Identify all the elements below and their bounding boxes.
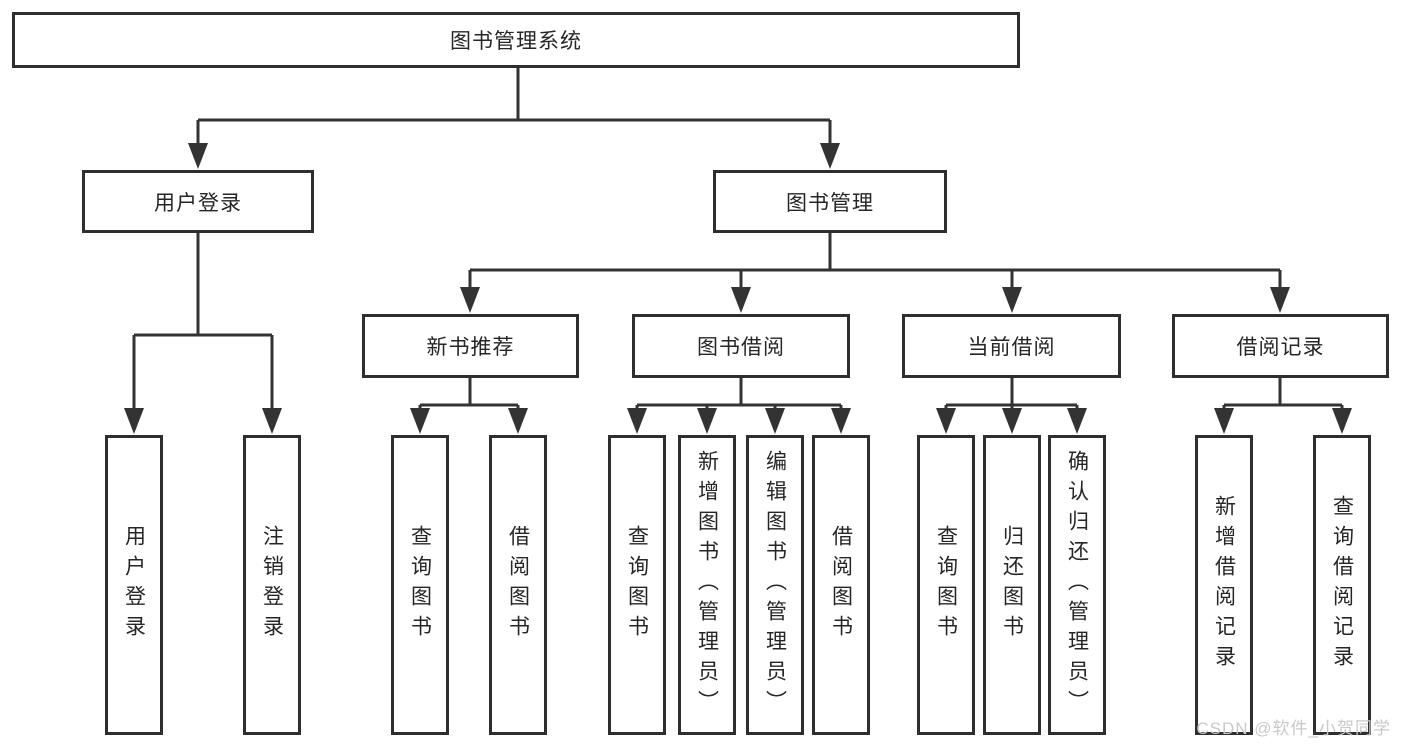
leaf-borrow-books: 借阅图书 xyxy=(489,435,547,735)
leaf-add-borrow-record: 新增借阅记录 xyxy=(1195,435,1253,735)
leaf-return-books: 归还图书 xyxy=(983,435,1041,735)
leaf-query-books: 查询图书 xyxy=(608,435,666,735)
branch-book-management: 图书管理 xyxy=(713,170,947,233)
leaf-confirm-return-admin: 确认归还（管理员） xyxy=(1048,435,1106,735)
csdn-watermark: CSDN @软件_小贺同学 xyxy=(1196,719,1391,738)
section-current-borrowing: 当前借阅 xyxy=(902,314,1121,378)
leaf-query-borrow-record: 查询借阅记录 xyxy=(1313,435,1371,735)
leaf-borrow-books: 借阅图书 xyxy=(812,435,870,735)
leaf-add-book-admin: 新增图书（管理员） xyxy=(678,435,736,735)
leaf-query-books: 查询图书 xyxy=(391,435,449,735)
leaf-query-books: 查询图书 xyxy=(917,435,975,735)
root-node: 图书管理系统 xyxy=(12,12,1020,68)
section-borrow-records: 借阅记录 xyxy=(1172,314,1389,378)
leaf-logout: 注销登录 xyxy=(243,435,301,735)
section-new-book-recommendation: 新书推荐 xyxy=(362,314,579,378)
leaf-user-login: 用户登录 xyxy=(105,435,163,735)
branch-user-login: 用户登录 xyxy=(82,170,314,233)
leaf-edit-book-admin: 编辑图书（管理员） xyxy=(746,435,804,735)
section-book-borrowing: 图书借阅 xyxy=(632,314,850,378)
